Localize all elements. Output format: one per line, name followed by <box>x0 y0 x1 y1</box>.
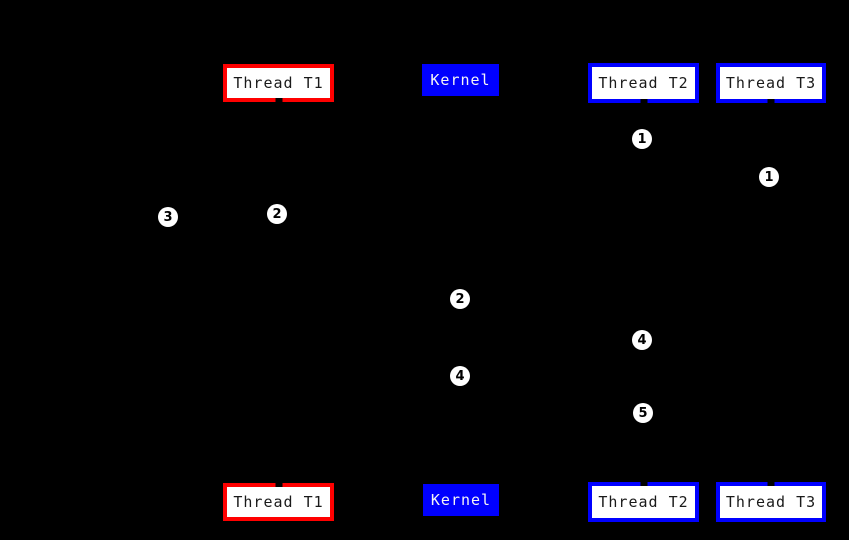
thread-t1-label: Thread T1 <box>233 493 324 511</box>
kernel-label: Kernel <box>430 71 491 89</box>
thread-t2-label: Thread T2 <box>598 493 689 511</box>
step-marker: 2 <box>267 204 287 224</box>
thread-t2-label: Thread T2 <box>598 74 689 92</box>
step-marker-number: 4 <box>637 332 647 348</box>
step-marker: 3 <box>158 207 178 227</box>
thread-t1-box-bottom: Thread T1 <box>223 483 334 521</box>
step-marker-number: 5 <box>638 405 648 421</box>
kernel-label: Kernel <box>430 491 492 509</box>
step-marker: 4 <box>632 330 652 350</box>
kernel-box-top: Kernel <box>422 64 499 96</box>
thread-t3-box-top: Thread T3 <box>716 63 826 103</box>
step-marker-number: 4 <box>455 368 465 384</box>
kernel-box-bottom: Kernel <box>423 484 499 516</box>
step-marker-number: 1 <box>637 131 647 147</box>
step-marker-number: 2 <box>455 291 465 307</box>
step-marker: 1 <box>632 129 652 149</box>
step-marker-number: 2 <box>272 206 282 222</box>
thread-t2-box-bottom: Thread T2 <box>588 482 699 522</box>
step-marker: 5 <box>633 403 653 423</box>
thread-t3-label: Thread T3 <box>725 74 817 92</box>
thread-t2-box-top: Thread T2 <box>588 63 699 103</box>
thread-t3-label: Thread T3 <box>725 493 817 511</box>
thread-t1-box-top: Thread T1 <box>223 64 334 102</box>
step-marker: 2 <box>450 289 470 309</box>
step-marker: 1 <box>759 167 779 187</box>
step-marker-number: 3 <box>163 209 173 225</box>
thread-t1-label: Thread T1 <box>233 74 324 92</box>
step-marker: 4 <box>450 366 470 386</box>
step-marker-number: 1 <box>764 169 774 185</box>
thread-t3-box-bottom: Thread T3 <box>716 482 826 522</box>
